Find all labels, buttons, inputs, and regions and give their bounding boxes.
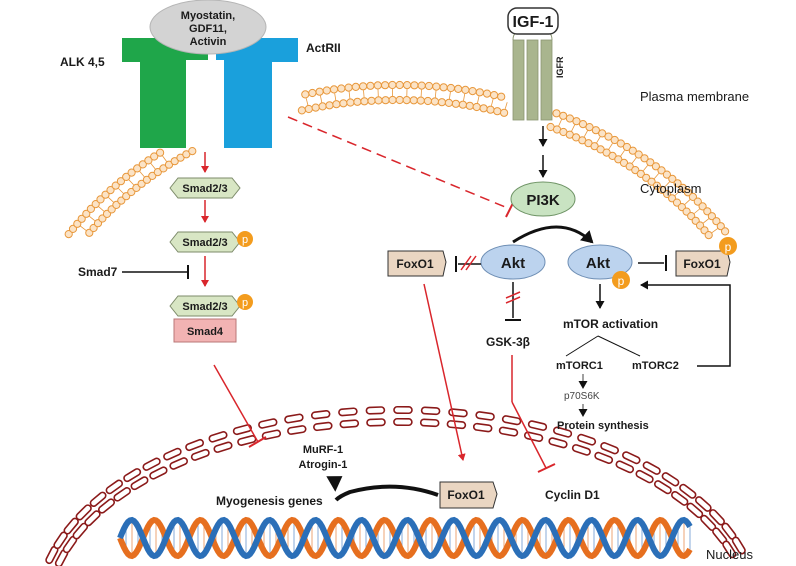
gsk-label: GSK-3β — [486, 335, 530, 349]
ligand-label-2: GDF11, — [189, 23, 227, 35]
cytoplasm-label: Cytoplasm — [640, 181, 701, 196]
foxo1-left-label: FoxO1 — [396, 257, 434, 271]
mtorc1-label: mTORC1 — [556, 360, 603, 372]
pi3k-label: PI3K — [526, 192, 560, 209]
phospho-badge-label: p — [618, 274, 625, 288]
smad23-label: Smad2/3 — [182, 183, 227, 195]
mtorc2-feedback-arrow — [640, 280, 731, 367]
cyclin-label: Cyclin D1 — [545, 488, 600, 502]
actrii-receptor — [216, 38, 298, 148]
akt-left-label: Akt — [501, 255, 525, 272]
foxo1-to-atrophy-arrowhead — [326, 476, 343, 492]
smad23-p-label: Smad2/3 — [182, 237, 227, 249]
plasma-membrane-label: Plasma membrane — [640, 89, 749, 104]
akt-left-node — [480, 244, 546, 280]
phospho-badge — [237, 294, 253, 310]
phospho-badge — [719, 237, 737, 255]
protein-synthesis-label: Protein synthesis — [557, 420, 649, 432]
igf1-label: IGF-1 — [513, 14, 554, 31]
p70-label: p70S6K — [564, 391, 600, 402]
foxo1-nucleus-label: FoxO1 — [447, 488, 485, 502]
foxo1-right-node — [675, 250, 731, 277]
foxo1-to-nucleus-arrow — [423, 283, 466, 461]
alk-receptor — [122, 38, 208, 148]
igfr-label: IGFR — [555, 56, 565, 78]
atrogin-label: Atrogin-1 — [299, 459, 348, 471]
mtor-label: mTOR activation — [563, 317, 658, 331]
smad4-label: Smad4 — [187, 326, 224, 338]
nuclear-envelope — [45, 405, 746, 566]
phospho-badge-label: p — [725, 240, 732, 254]
myogenesis-label: Myogenesis genes — [216, 494, 323, 508]
pi3k-node — [510, 181, 576, 217]
actrii-label: ActRII — [306, 41, 341, 55]
foxo1-left-node — [387, 250, 447, 277]
phospho-badge — [612, 271, 630, 289]
blocked-mark — [505, 296, 521, 304]
blocked-mark — [460, 255, 472, 271]
akt-right-label: Akt — [586, 255, 610, 272]
phospho-badge-label: p — [242, 297, 248, 309]
receptor-inhibit-pi3k-dashed — [287, 116, 511, 210]
smad23-node — [169, 177, 241, 199]
igfr-receptor — [512, 29, 553, 121]
nucleus-label: Nucleus — [706, 547, 753, 562]
phospho-badge-label: p — [242, 234, 248, 246]
akt-activation-curve — [512, 225, 594, 244]
akt-right-node — [567, 244, 633, 280]
smad-inhibit-myogenesis-line — [213, 364, 259, 443]
gsk-inhibit-cyclin-line-b — [511, 401, 547, 469]
foxo1-to-atrophy-curve — [334, 484, 439, 502]
smad23-complex-label: Smad2/3 — [182, 301, 227, 313]
dna-helix-icon — [117, 516, 693, 560]
murf-label: MuRF-1 — [303, 444, 343, 456]
ligand-label-3: Activin — [190, 36, 227, 48]
foxo1-right-label: FoxO1 — [683, 257, 721, 271]
igf1-box — [507, 7, 559, 35]
blocked-mark — [505, 291, 521, 299]
alk-label: ALK 4,5 — [60, 55, 105, 69]
ligand-ellipse — [149, 0, 267, 55]
mtor-branch-left — [565, 335, 599, 357]
blocked-mark — [465, 255, 477, 271]
ligand-label-1: Myostatin, — [181, 10, 235, 22]
mtor-branch-right — [597, 335, 641, 357]
smad7-label: Smad7 — [78, 265, 118, 279]
foxo1-nucleus-node — [439, 481, 498, 509]
gsk-inhibit-cyclin-bar — [537, 463, 556, 473]
plasma-membrane — [64, 80, 730, 240]
phospho-badge — [237, 231, 253, 247]
mtorc2-label: mTORC2 — [632, 360, 679, 372]
smad-inhibit-myogenesis-bar — [248, 436, 267, 448]
smad4-node — [173, 318, 237, 343]
